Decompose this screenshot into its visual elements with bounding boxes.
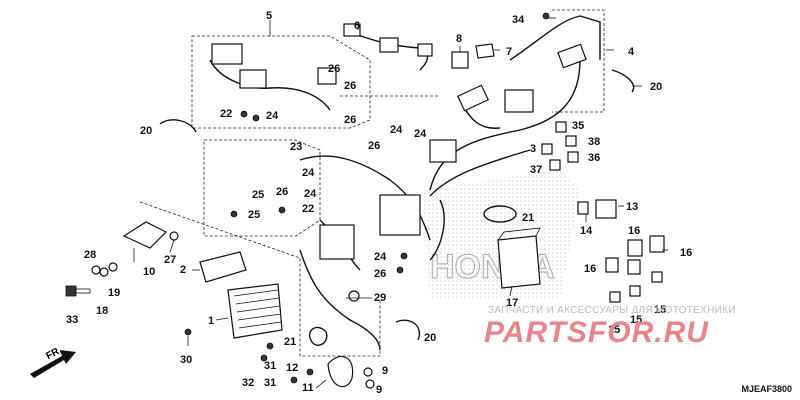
callout: 1 <box>208 315 214 327</box>
callout: 24 <box>304 188 317 200</box>
callout: 26 <box>344 80 356 92</box>
watermark-tagline: ЗАПЧАСТИ И АКСЕССУАРЫ ДЛЯ МОТОТЕХНИКИ <box>488 305 736 316</box>
fuse-15c <box>651 271 663 283</box>
callout: 21 <box>522 212 534 224</box>
callout: 37 <box>530 164 542 176</box>
part-8 <box>451 51 469 69</box>
callout: 15 <box>654 304 666 316</box>
callout: 24 <box>390 124 403 136</box>
callout: 34 <box>512 14 525 26</box>
bracket-2 <box>199 251 247 283</box>
fuse-15b <box>629 285 641 297</box>
callout: 13 <box>626 201 638 213</box>
callout: 14 <box>580 225 593 237</box>
part-7 <box>475 43 495 59</box>
fuse-16c <box>649 235 665 253</box>
callout: 3 <box>530 143 536 155</box>
callout: 20 <box>424 332 436 344</box>
callout: 26 <box>328 63 340 75</box>
band-20a <box>159 119 197 133</box>
fuse-15a <box>609 291 621 303</box>
callout: 16 <box>680 247 692 259</box>
callout: 16 <box>628 225 640 237</box>
callout: 9 <box>382 365 388 377</box>
watermark-logo: PARTSFOR.RU <box>484 316 709 349</box>
callout: 38 <box>588 136 600 148</box>
horn-11 <box>327 355 354 388</box>
fasteners <box>65 12 579 389</box>
callout: 22 <box>302 203 314 215</box>
leader-lines <box>133 17 668 389</box>
callout: 31 <box>264 377 276 389</box>
callout: 24 <box>414 128 427 140</box>
group-box-23 <box>203 139 321 237</box>
callout: 31 <box>264 360 276 372</box>
callout: 28 <box>84 249 96 261</box>
callout-numbers: 5 6 34 4 8 7 20 26 26 26 22 24 20 35 38 … <box>66 10 692 396</box>
part-14 <box>577 201 589 215</box>
fuse-16b <box>605 257 619 273</box>
callout: 30 <box>180 354 192 366</box>
callout: 2 <box>180 264 186 276</box>
group-box-4 <box>552 9 605 113</box>
callout: 21 <box>284 336 296 348</box>
control-unit-17 <box>497 235 541 289</box>
callout: 20 <box>140 125 152 137</box>
callout: 11 <box>302 382 314 394</box>
callout: 32 <box>242 377 254 389</box>
callout: 25 <box>252 189 264 201</box>
sub-harness-6 <box>343 23 433 71</box>
callout: 26 <box>344 114 356 126</box>
group-box-main <box>139 201 381 357</box>
callout: 20 <box>650 81 662 93</box>
callout: 8 <box>456 33 462 45</box>
band-20c <box>395 319 421 341</box>
front-arrow-icon <box>30 350 76 378</box>
callout: 5 <box>266 10 272 22</box>
callout: 9 <box>376 384 382 396</box>
callout: 27 <box>164 254 176 266</box>
callout: 36 <box>588 152 600 164</box>
callout: 24 <box>302 167 315 179</box>
callout: 29 <box>374 292 386 304</box>
callout: 7 <box>506 46 512 58</box>
callout: 26 <box>374 268 386 280</box>
callout: 6 <box>354 20 360 32</box>
callout: 17 <box>506 297 518 309</box>
callout: 19 <box>108 287 120 299</box>
callout: 23 <box>290 141 302 153</box>
regulator-1 <box>227 283 283 339</box>
clamp-21a <box>483 205 517 223</box>
clamp-21b <box>308 326 328 346</box>
callout: 24 <box>266 110 279 122</box>
callout: 15 <box>608 324 620 336</box>
band-20b <box>611 69 635 93</box>
main-wire-harness <box>299 15 601 351</box>
callout: 26 <box>368 140 380 152</box>
callout: 22 <box>220 108 232 120</box>
reference-code: MJEAF3800 <box>741 384 792 394</box>
callout: 35 <box>572 120 584 132</box>
sub-harness-5 <box>209 43 337 111</box>
callout: 15 <box>630 314 642 326</box>
relay-13 <box>595 199 617 219</box>
honda-wing-watermark: HONDA <box>420 170 580 300</box>
callout: 18 <box>96 305 108 317</box>
callout: 24 <box>374 251 387 263</box>
callout: 33 <box>66 314 78 326</box>
callout: 26 <box>276 186 288 198</box>
fuse-16a <box>627 239 643 257</box>
callout: 10 <box>143 266 155 278</box>
callout: 16 <box>584 263 596 275</box>
callout: 25 <box>248 209 260 221</box>
group-box-5 <box>191 35 371 129</box>
callout: 4 <box>628 46 635 58</box>
callout: 12 <box>286 362 298 374</box>
bracket-10 <box>122 221 168 249</box>
